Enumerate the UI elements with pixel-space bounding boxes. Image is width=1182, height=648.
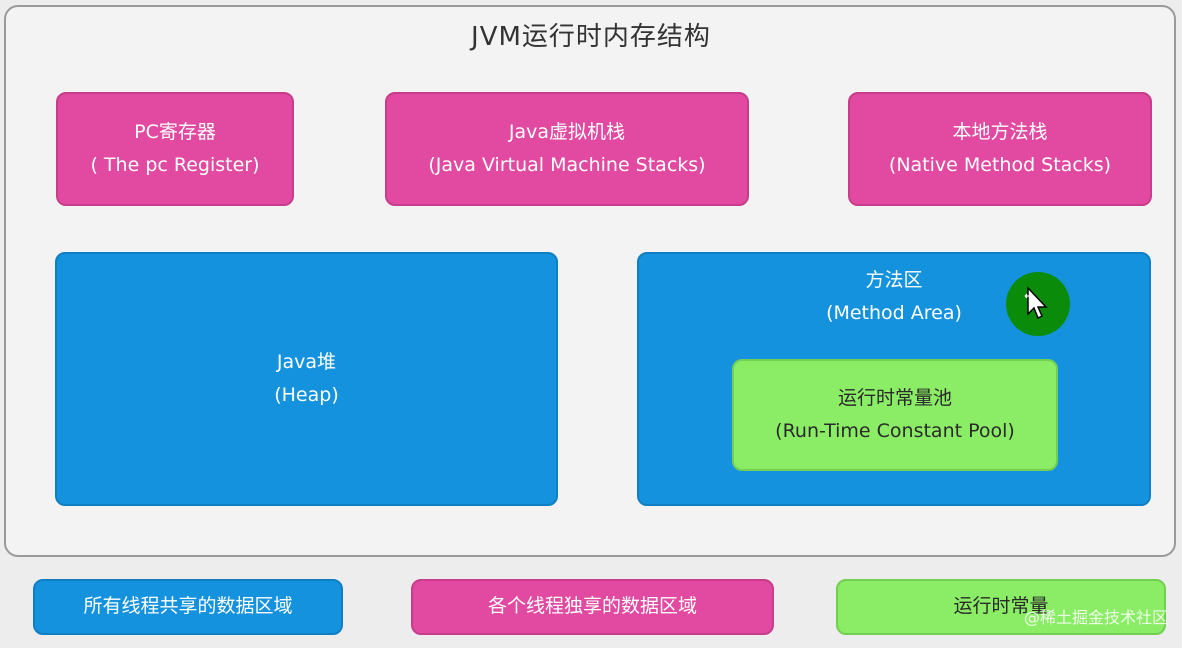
pc-register-en: ( The pc Register) [90, 154, 260, 176]
heap-en: (Heap) [274, 384, 339, 406]
heap-cn: Java堆 [276, 350, 337, 373]
heap-box: Java堆 (Heap) [55, 252, 558, 506]
native-stacks-cn: 本地方法栈 [952, 120, 1048, 143]
watermark: @稀土掘金技术社区 [1023, 608, 1168, 627]
constant-pool-cn: 运行时常量池 [837, 386, 952, 409]
jvm-stacks-cn: Java虚拟机栈 [508, 120, 626, 143]
constant-pool-en: (Run-Time Constant Pool) [775, 420, 1015, 442]
constant-pool-box: 运行时常量池 (Run-Time Constant Pool) [732, 359, 1058, 471]
native-stacks-en: (Native Method Stacks) [888, 154, 1112, 176]
legend-private-label: 各个线程独享的数据区域 [487, 595, 697, 618]
move-cursor-icon [1006, 272, 1070, 336]
method-area-label: 方法区 (Method Area) [639, 264, 1149, 331]
legend-constant: 运行时常量 [836, 579, 1166, 635]
legend-private: 各个线程独享的数据区域 [411, 579, 774, 635]
jvm-stacks-box: Java虚拟机栈 (Java Virtual Machine Stacks) [385, 92, 749, 206]
pc-register-cn: PC寄存器 [134, 120, 216, 143]
jvm-stacks-en: (Java Virtual Machine Stacks) [428, 154, 706, 176]
method-area-en: (Method Area) [826, 302, 962, 325]
legend-constant-label: 运行时常量 [953, 595, 1049, 618]
method-area-box: 方法区 (Method Area) 运行时常量池 (Run-Time Const… [637, 252, 1151, 506]
method-area-cn: 方法区 [865, 269, 923, 291]
diagram-title: JVM运行时内存结构 [471, 22, 711, 52]
pointer-arrow-icon [1024, 286, 1048, 320]
legend-shared-label: 所有线程共享的数据区域 [83, 595, 293, 618]
legend-shared: 所有线程共享的数据区域 [33, 579, 343, 635]
pc-register-box: PC寄存器 ( The pc Register) [56, 92, 294, 206]
native-stacks-box: 本地方法栈 (Native Method Stacks) [848, 92, 1152, 206]
